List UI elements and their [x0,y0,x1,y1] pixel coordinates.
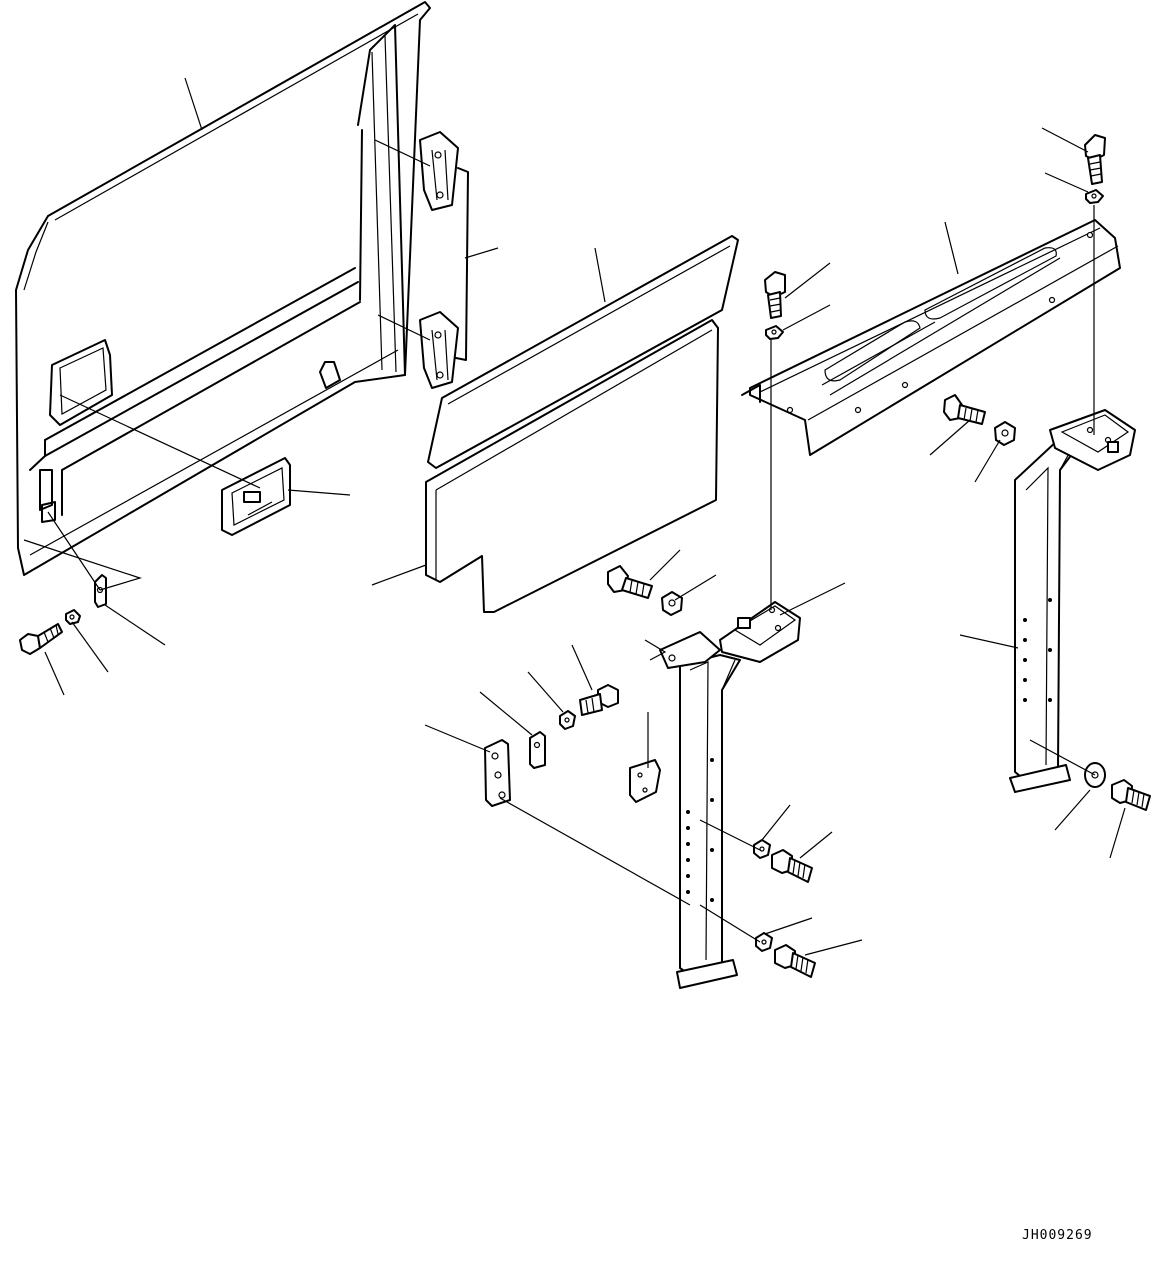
washer-bracket [559,710,576,730]
flange-bolt-right [943,394,986,425]
striker-plate [529,731,546,769]
washer-post-lower [755,932,773,952]
plate-cover [629,759,661,803]
bolt-step-plate [764,271,786,319]
washer-top-right [1085,189,1104,204]
washer-step-plate [765,325,784,340]
bolt-top-right [1084,134,1106,185]
door-panel [15,1,431,576]
door-hinge-lower [419,311,459,389]
leader-lines [44,77,1126,956]
door-bolt [19,623,63,655]
door-hinge-upper [419,131,459,211]
support-post-right [1009,409,1136,793]
flange-bolt-left [607,565,653,599]
post-holes-left [686,758,714,902]
insulation-pad-lower [425,319,719,613]
support-post-left [659,601,801,989]
post-holes-right [1023,598,1052,702]
door-catch-bracket [94,574,107,608]
bolt-bracket [579,684,619,716]
assembly-lines [23,139,1096,943]
step-plate [741,219,1121,456]
nut-left [661,591,683,616]
bolt-post-right [1111,779,1151,811]
drawing-reference-code: JH009269 [1022,1228,1093,1243]
bolt-post-lower [774,944,816,978]
washer-post-middle [753,839,771,859]
nut-right [994,421,1016,446]
door-washer [65,609,81,625]
door-latch [221,457,291,536]
insulation-pad-upper [427,235,739,469]
mounting-bracket [484,739,511,807]
bolt-post-middle [771,849,813,883]
hinge-bracket [455,167,469,361]
